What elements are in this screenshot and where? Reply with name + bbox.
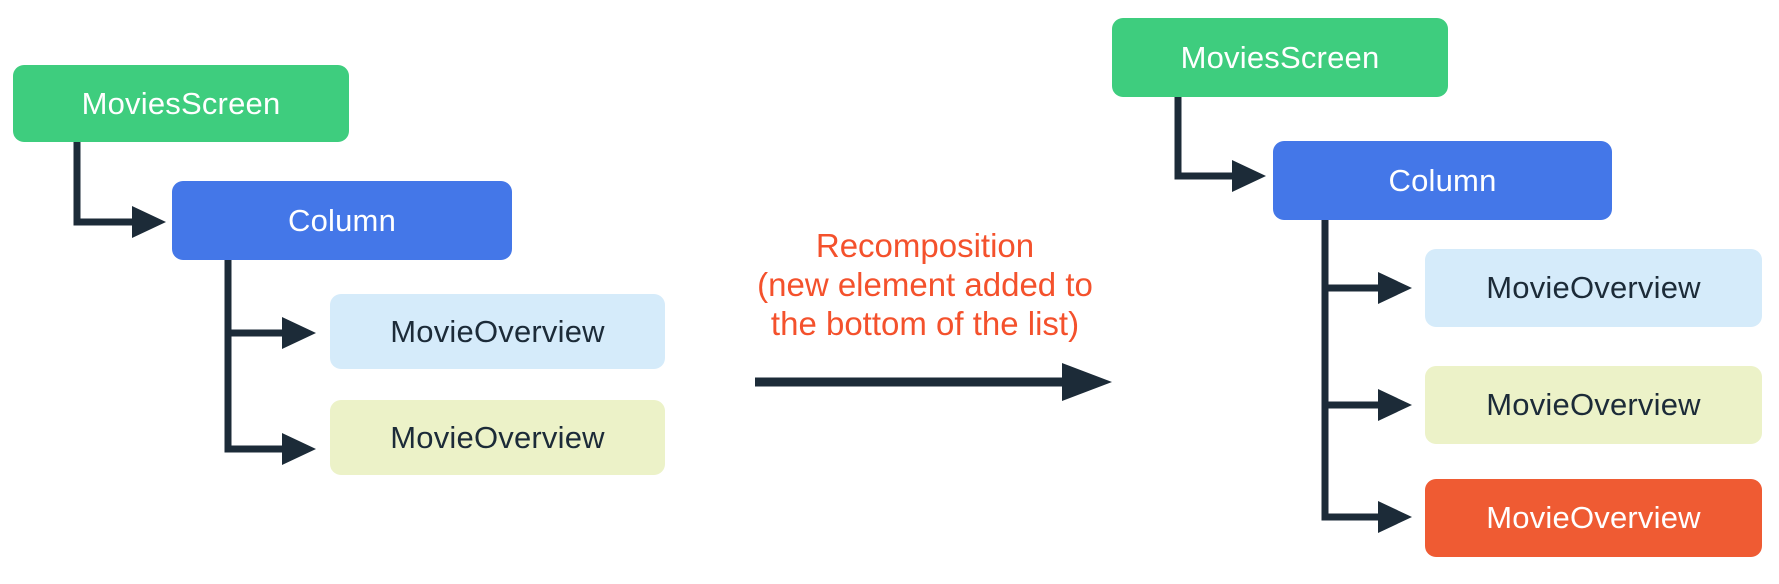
node-column-right: Column <box>1273 141 1612 220</box>
recomposition-label-line-3: the bottom of the list) <box>770 305 1080 342</box>
node-movies-screen-right: MoviesScreen <box>1112 18 1448 97</box>
node-movie-overview-left-1: MovieOverview <box>330 294 665 369</box>
node-movies-screen-left: MoviesScreen <box>13 65 349 142</box>
left-arrow-movieoverview-1-icon <box>282 317 316 349</box>
left-arrow-column-icon <box>132 206 166 238</box>
left-connector-column-trunk <box>224 260 282 453</box>
right-arrow-movieoverview-2-icon <box>1378 389 1412 421</box>
node-movie-overview-right-1: MovieOverview <box>1425 249 1762 327</box>
left-connector-movies-to-column <box>73 142 132 226</box>
node-movie-overview-right-3: MovieOverview <box>1425 479 1762 557</box>
recomposition-label-line-2: (new element added to <box>757 266 1093 303</box>
recomposition-label: Recomposition (new element added to the … <box>705 226 1145 343</box>
node-column-left: Column <box>172 181 512 260</box>
recomposition-arrow-head-icon <box>1062 363 1112 401</box>
right-connector-column-trunk <box>1321 220 1378 521</box>
right-arrow-movieoverview-3-icon <box>1378 501 1412 533</box>
node-movie-overview-right-2: MovieOverview <box>1425 366 1762 444</box>
left-arrow-movieoverview-2-icon <box>282 433 316 465</box>
right-connector-movies-to-column <box>1174 97 1232 180</box>
node-movie-overview-left-2: MovieOverview <box>330 400 665 475</box>
right-arrow-column-icon <box>1232 160 1266 192</box>
recomposition-label-line-1: Recomposition <box>815 227 1035 264</box>
right-arrow-movieoverview-1-icon <box>1378 272 1412 304</box>
